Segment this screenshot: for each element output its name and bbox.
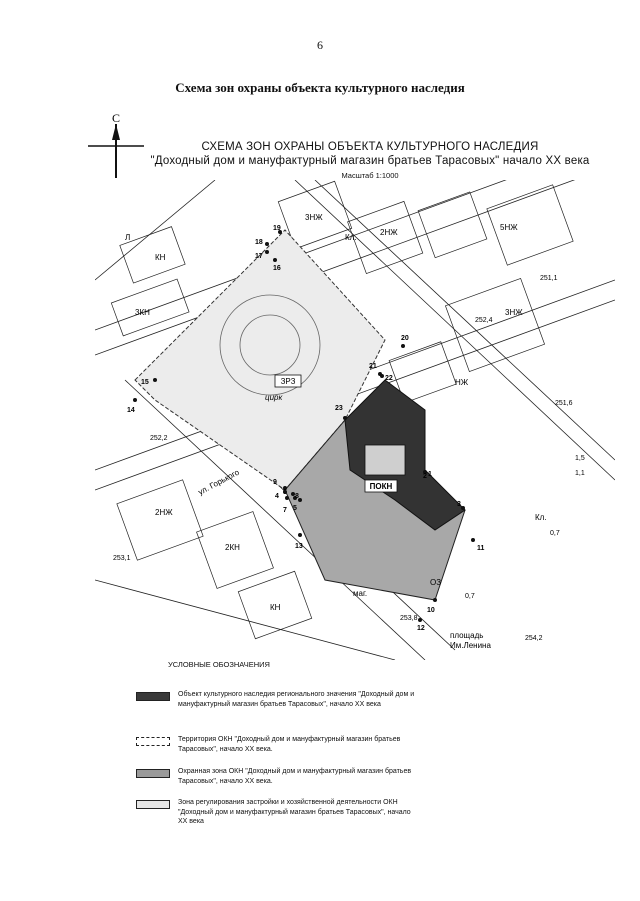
bldg-label: Кл. xyxy=(345,233,357,242)
point-label: 18 xyxy=(255,239,263,246)
square-label-2: Им.Ленина xyxy=(450,641,491,650)
point-label: 19 xyxy=(273,225,281,232)
elevation-label: 252,2 xyxy=(150,435,168,442)
elevation-label: 1,1 xyxy=(575,470,585,477)
point-label: 22 xyxy=(385,375,393,382)
legend-text: Территория ОКН "Доходный дом и мануфакту… xyxy=(178,736,401,753)
bldg-label: Кл. xyxy=(535,513,547,522)
buildings xyxy=(110,180,574,640)
legend-text: Объект культурного наследия региональног… xyxy=(178,691,415,708)
point-label: 7 xyxy=(283,507,287,514)
bldg-label: НЖ xyxy=(455,378,469,387)
point-label: 13 xyxy=(295,543,303,550)
bldg-label: 3КН xyxy=(135,308,150,317)
legend-swatch-object xyxy=(136,692,170,701)
elevation-label: 251,6 xyxy=(555,400,573,407)
bldg-label: КН xyxy=(155,253,166,262)
bldg-label: 3НЖ xyxy=(505,308,523,317)
scheme-title-line2: "Доходный дом и мануфактурный магазин бр… xyxy=(150,155,590,167)
bldg-label: 2НЖ xyxy=(380,228,398,237)
scale-label: Масштаб 1:1000 xyxy=(341,171,399,180)
legend-text: Зона регулирования застройки и хозяйстве… xyxy=(178,799,411,825)
point-label: 4 xyxy=(275,493,279,500)
elevation-label: 251,1 xyxy=(540,275,558,282)
point-label: 23 xyxy=(335,405,343,412)
elevation-label: 252,4 xyxy=(475,317,493,324)
point-label: 1 xyxy=(428,471,432,478)
bldg-label: КН xyxy=(270,603,281,612)
point-label: 10 xyxy=(427,607,435,614)
bldg-label: 3НЖ xyxy=(305,213,323,222)
bldg-label: Л xyxy=(125,233,130,242)
point-label: 8 xyxy=(295,493,299,500)
elevation-label: 254,2 xyxy=(525,635,543,642)
point-label: 2 xyxy=(423,473,427,480)
elevation-label: 0,7 xyxy=(550,530,560,537)
north-arrow-icon: С xyxy=(88,111,144,178)
legend-swatch-regulation-zone xyxy=(136,800,170,809)
scheme-title-line1: СХЕМА ЗОН ОХРАНЫ ОБЪЕКТА КУЛЬТУРНОГО НАС… xyxy=(201,141,539,153)
elevation-label: 253,1 xyxy=(113,555,131,562)
zone-label-pokn: ПОКН xyxy=(370,482,393,491)
legend-swatch-protective-zone xyxy=(136,769,170,778)
square-label-1: площадь xyxy=(450,631,483,640)
bldg-label: 2НЖ xyxy=(155,508,173,517)
document-title: Схема зон охраны объекта культурного нас… xyxy=(175,80,465,95)
point-label: 11 xyxy=(477,545,485,552)
boundary-points: 1 2 3 4 5 6 7 8 9 10 11 12 13 14 15 16 1… xyxy=(127,225,485,632)
park-label: цирк xyxy=(265,393,283,402)
elevation-label: 0,7 xyxy=(465,593,475,600)
point-label: 5 xyxy=(293,505,297,512)
site-plan-map: ЗРЗ ПОКН ОЗ ул. Горького площадь Им.Лени… xyxy=(95,180,615,660)
point-label: 3 xyxy=(457,501,461,508)
legend-swatch-territory xyxy=(136,737,170,746)
zone-label-zrz: ЗРЗ xyxy=(281,377,296,386)
point-label: 20 xyxy=(401,335,409,342)
regulation-zone xyxy=(134,229,386,491)
point-label: 9 xyxy=(273,479,277,486)
point-label: 15 xyxy=(141,379,149,386)
protective-zone xyxy=(284,419,466,601)
shop-label: маг. xyxy=(353,589,367,598)
point-label: 12 xyxy=(417,625,425,632)
scheme-title: СХЕМА ЗОН ОХРАНЫ ОБЪЕКТА КУЛЬТУРНОГО НАС… xyxy=(150,140,590,168)
zone-label-oz: ОЗ xyxy=(430,578,441,587)
bldg-label: 5НЖ xyxy=(500,223,518,232)
compass-label: С xyxy=(112,111,120,125)
elevation-label: 253,8 xyxy=(400,615,418,622)
point-label: 14 xyxy=(127,407,135,414)
bldg-label: 2КН xyxy=(225,543,240,552)
elevation-label: 1,5 xyxy=(575,455,585,462)
point-label: 16 xyxy=(273,265,281,272)
page-number: 6 xyxy=(317,38,323,52)
legend-title: УСЛОВНЫЕ ОБОЗНАЧЕНИЯ xyxy=(168,660,270,669)
point-label: 17 xyxy=(255,253,263,260)
legend-text: Охранная зона ОКН "Доходный дом и мануфа… xyxy=(178,768,412,785)
point-label: 21 xyxy=(369,363,377,370)
